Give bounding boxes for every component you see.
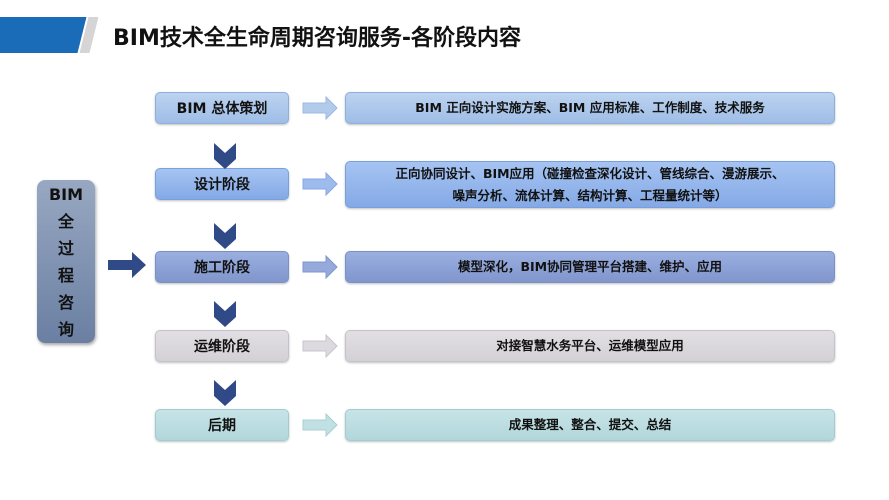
desc-text: 成果整理、整合、提交、总结 xyxy=(508,417,672,432)
main-node-bim-consulting: BIM 全 过 程 咨 询 xyxy=(37,180,95,343)
desc-text: 正向协同设计、BIM应用（碰撞检查深化设计、管线综合、漫游展示、 xyxy=(395,165,785,181)
arrow-right-icon xyxy=(302,172,338,196)
stage-operation: 运维阶段 xyxy=(155,330,289,362)
header-accent-bar xyxy=(0,17,87,53)
arrow-right-icon xyxy=(302,96,338,120)
stage-planning: BIM 总体策划 xyxy=(155,92,289,124)
arrow-right-icon xyxy=(302,334,338,358)
desc-construction: 模型深化，BIM协同管理平台搭建、维护、应用 xyxy=(345,251,835,283)
page-title: BIM技术全生命周期咨询服务-各阶段内容 xyxy=(113,26,521,51)
chevron-down-icon xyxy=(214,143,236,169)
main-node-char: 全 xyxy=(57,211,74,231)
chevron-down-icon xyxy=(214,380,236,406)
main-node-char: 询 xyxy=(57,319,74,339)
desc-design: 正向协同设计、BIM应用（碰撞检查深化设计、管线综合、漫游展示、噪声分析、流体计… xyxy=(345,161,835,208)
desc-text: 噪声分析、流体计算、结构计算、工程量统计等） xyxy=(452,187,728,203)
desc-text: BIM 正向设计实施方案、BIM 应用标准、工作制度、技术服务 xyxy=(415,100,765,115)
stage-post: 后期 xyxy=(155,409,289,441)
arrow-right-icon xyxy=(302,413,338,437)
main-node-char: 咨 xyxy=(57,292,74,312)
stage-design: 设计阶段 xyxy=(155,168,289,200)
main-node-char: 程 xyxy=(57,265,74,285)
chevron-down-icon xyxy=(214,223,236,249)
desc-planning: BIM 正向设计实施方案、BIM 应用标准、工作制度、技术服务 xyxy=(345,92,835,124)
desc-text: 模型深化，BIM协同管理平台搭建、维护、应用 xyxy=(457,259,723,274)
arrow-right-icon xyxy=(302,255,338,279)
stage-construction: 施工阶段 xyxy=(155,251,289,283)
main-arrow-icon xyxy=(108,252,146,278)
main-node-char: 过 xyxy=(57,238,74,258)
desc-text: 对接智慧水务平台、运维模型应用 xyxy=(496,338,684,353)
desc-post: 成果整理、整合、提交、总结 xyxy=(345,409,835,441)
main-node-char: BIM xyxy=(48,184,84,204)
desc-operation: 对接智慧水务平台、运维模型应用 xyxy=(345,330,835,362)
chevron-down-icon xyxy=(214,301,236,327)
